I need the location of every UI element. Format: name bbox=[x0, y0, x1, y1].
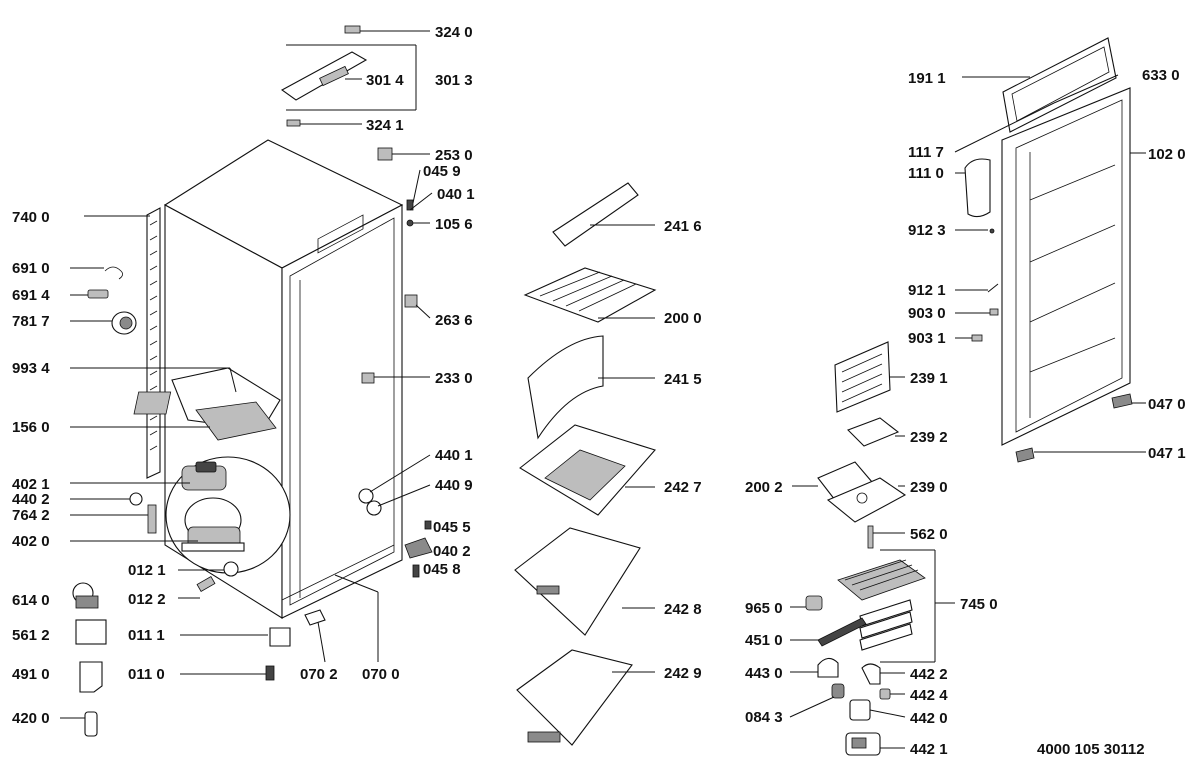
label-740-0: 740 0 bbox=[12, 209, 50, 226]
label-241-6: 241 6 bbox=[664, 218, 702, 235]
label-156-0: 156 0 bbox=[12, 419, 50, 436]
label-200-0: 200 0 bbox=[664, 310, 702, 327]
label-442-4: 442 4 bbox=[910, 687, 948, 704]
label-614-0: 614 0 bbox=[12, 592, 50, 609]
label-301-4: 301 4 bbox=[366, 72, 404, 89]
label-491-0: 491 0 bbox=[12, 666, 50, 683]
label-070-2: 070 2 bbox=[300, 666, 338, 683]
leader-lines bbox=[60, 30, 1146, 749]
label-045-9: 045 9 bbox=[423, 163, 461, 180]
label-561-2: 561 2 bbox=[12, 627, 50, 644]
label-903-1: 903 1 bbox=[908, 330, 946, 347]
label-764-2: 764 2 bbox=[12, 507, 50, 524]
label-691-0: 691 0 bbox=[12, 260, 50, 277]
label-442-1: 442 1 bbox=[910, 741, 948, 758]
label-402-0: 402 0 bbox=[12, 533, 50, 550]
label-111-7: 111 7 bbox=[908, 144, 944, 161]
label-301-3: 301 3 bbox=[435, 72, 473, 89]
label-451-0: 451 0 bbox=[745, 632, 783, 649]
label-102-0: 102 0 bbox=[1148, 146, 1186, 163]
label-239-0: 239 0 bbox=[910, 479, 948, 496]
label-191-1: 191 1 bbox=[908, 70, 946, 87]
label-420-0: 420 0 bbox=[12, 710, 50, 727]
label-012-2: 012 2 bbox=[128, 591, 166, 608]
label-993-4: 993 4 bbox=[12, 360, 50, 377]
label-011-1: 011 1 bbox=[128, 627, 165, 644]
label-965-0: 965 0 bbox=[745, 600, 783, 617]
label-239-1: 239 1 bbox=[910, 370, 948, 387]
label-745-0: 745 0 bbox=[960, 596, 998, 613]
label-440-9: 440 9 bbox=[435, 477, 473, 494]
label-253-0: 253 0 bbox=[435, 147, 473, 164]
label-324-1: 324 1 bbox=[366, 117, 404, 134]
control-and-evaporator bbox=[805, 341, 926, 756]
document-number: 4000 105 30112 bbox=[1037, 741, 1145, 758]
label-047-1: 047 1 bbox=[1148, 445, 1186, 462]
label-402-1: 402 1 bbox=[12, 476, 50, 493]
label-047-0: 047 0 bbox=[1148, 396, 1186, 413]
label-912-3: 912 3 bbox=[908, 222, 946, 239]
label-233-0: 233 0 bbox=[435, 370, 473, 387]
label-242-7: 242 7 bbox=[664, 479, 702, 496]
label-045-5: 045 5 bbox=[433, 519, 471, 536]
label-012-1: 012 1 bbox=[128, 562, 166, 579]
label-242-9: 242 9 bbox=[664, 665, 702, 682]
label-200-2: 200 2 bbox=[745, 479, 783, 496]
label-241-5: 241 5 bbox=[664, 371, 702, 388]
label-912-1: 912 1 bbox=[908, 282, 946, 299]
shelves-and-drawers bbox=[514, 182, 657, 746]
label-442-2: 442 2 bbox=[910, 666, 948, 683]
label-111-0: 111 0 bbox=[908, 165, 944, 182]
label-040-2: 040 2 bbox=[433, 543, 471, 560]
label-105-6: 105 6 bbox=[435, 216, 473, 233]
label-440-1: 440 1 bbox=[435, 447, 473, 464]
label-242-8: 242 8 bbox=[664, 601, 702, 618]
label-263-6: 263 6 bbox=[435, 312, 473, 329]
label-903-0: 903 0 bbox=[908, 305, 946, 322]
label-440-2: 440 2 bbox=[12, 491, 50, 508]
label-324-0: 324 0 bbox=[435, 24, 473, 41]
label-442-0: 442 0 bbox=[910, 710, 948, 727]
label-040-1: 040 1 bbox=[437, 186, 475, 203]
label-045-8: 045 8 bbox=[423, 561, 461, 578]
label-443-0: 443 0 bbox=[745, 665, 783, 682]
label-239-2: 239 2 bbox=[910, 429, 948, 446]
label-691-4: 691 4 bbox=[12, 287, 50, 304]
label-070-0: 070 0 bbox=[362, 666, 400, 683]
door-assembly bbox=[964, 37, 1133, 463]
label-011-0: 011 0 bbox=[128, 666, 165, 683]
label-562-0: 562 0 bbox=[910, 526, 948, 543]
part-labels: 324 0 301 3 301 4 324 1 253 0 045 9 040 … bbox=[12, 24, 1186, 758]
label-084-3: 084 3 bbox=[745, 709, 783, 726]
label-781-7: 781 7 bbox=[12, 313, 50, 330]
refrigerator-cabinet bbox=[72, 25, 433, 737]
label-633-0: 633 0 bbox=[1142, 67, 1180, 84]
